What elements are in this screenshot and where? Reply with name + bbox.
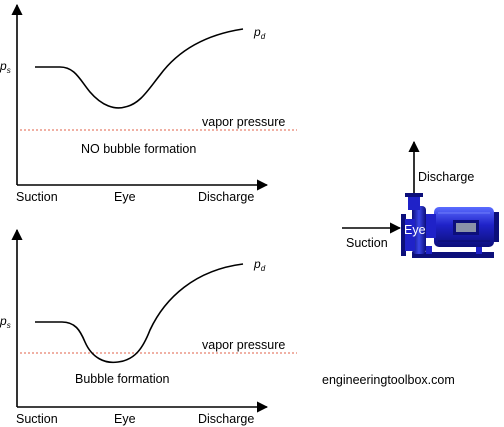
pump-discharge-flange — [405, 193, 423, 197]
pump-base-foot-left — [426, 246, 432, 254]
top-x-label-eye: Eye — [114, 190, 136, 204]
top-p-suction-label: ps — [0, 59, 11, 75]
pump-illustration: Discharge Suction Eye — [342, 140, 499, 258]
pump-suction-flange — [401, 214, 406, 256]
pump-suction-label: Suction — [346, 236, 388, 250]
pump-suction-nozzle — [405, 219, 415, 251]
top-p-discharge-label: pd — [253, 25, 266, 41]
bottom-vapor-pressure-label: vapor pressure — [202, 338, 285, 352]
top-status-label: NO bubble formation — [81, 142, 196, 156]
bottom-status-label: Bubble formation — [75, 372, 170, 386]
pump-volute — [412, 206, 426, 254]
pump-coupling — [424, 214, 436, 238]
top-x-label-discharge: Discharge — [198, 190, 254, 204]
bottom-plot: ps pd vapor pressure Bubble formation Su… — [0, 228, 297, 426]
bottom-p-suction-label: ps — [0, 314, 11, 330]
pump-eye-label: Eye — [404, 223, 426, 237]
bottom-p-discharge-label: pd — [253, 257, 266, 273]
pump-motor-endcap — [494, 212, 499, 242]
bottom-pressure-curve — [35, 263, 244, 364]
bottom-x-label-eye: Eye — [114, 412, 136, 426]
pump-base-foot-right — [476, 246, 482, 254]
top-x-label-suction: Suction — [16, 190, 58, 204]
pump-nameplate-window — [456, 223, 476, 232]
pump-discharge-nozzle — [408, 196, 420, 210]
watermark: engineeringtoolbox.com — [322, 373, 455, 387]
pump-discharge-label: Discharge — [418, 170, 474, 184]
top-pressure-curve — [35, 28, 244, 109]
bottom-x-label-discharge: Discharge — [198, 412, 254, 426]
pump-base — [412, 252, 494, 258]
top-vapor-pressure-label: vapor pressure — [202, 115, 285, 129]
bottom-x-label-suction: Suction — [16, 412, 58, 426]
top-plot: ps pd vapor pressure NO bubble formation… — [0, 3, 297, 204]
